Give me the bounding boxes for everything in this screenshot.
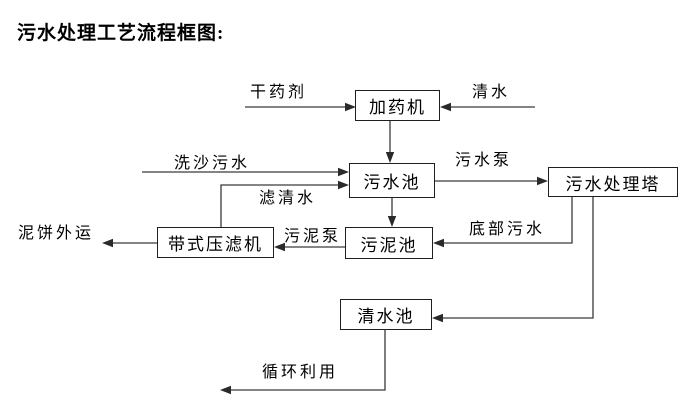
- node-clean-water-pool: 清水池: [340, 299, 432, 330]
- arrow-mud-cake-out: [102, 238, 113, 248]
- line-filter-press-to-sewage-pool: [220, 184, 339, 227]
- arrowheads: [102, 102, 548, 395]
- flow-label-dry-agent: 干药剂: [250, 84, 308, 101]
- arrow-into-tower-left: [537, 176, 548, 186]
- arrow-into-dosing-left: [345, 102, 356, 112]
- arrow-recycle-out: [220, 385, 231, 395]
- line-tower-to-clean-water-pool: [442, 197, 594, 319]
- arrow-into-sludge-pool-right: [433, 238, 444, 248]
- arrow-into-filter-press-right: [274, 242, 285, 252]
- node-clean-water-pool-label: 清水池: [357, 307, 415, 326]
- node-sewage-pool-label: 污水池: [363, 173, 421, 192]
- arrow-into-sewage-pool-top: [385, 152, 395, 163]
- arrow-into-dosing-right: [440, 102, 451, 112]
- arrow-into-sewage-pool-left2: [338, 180, 349, 190]
- arrow-into-sludge-pool-top: [387, 216, 397, 227]
- line-clean-water-pool-to-recycle: [230, 330, 386, 391]
- flow-label-clean-water: 清水: [472, 84, 511, 101]
- flow-label-bottom-sewage: 底部污水: [469, 221, 546, 238]
- arrow-into-sewage-pool-left1: [338, 167, 349, 177]
- flow-label-recycle-use: 循环利用: [262, 364, 339, 381]
- arrow-into-clean-pool-right: [432, 313, 443, 323]
- node-belt-filter-press: 带式压滤机: [157, 227, 274, 258]
- node-sewage-treatment-tower-label: 污水处理塔: [565, 174, 661, 194]
- node-sludge-pool: 污泥池: [345, 227, 433, 259]
- node-belt-filter-press-label: 带式压滤机: [168, 235, 263, 254]
- node-sludge-pool-label: 污泥池: [360, 235, 418, 255]
- flow-label-sand-washing-sewage: 洗沙污水: [174, 155, 251, 172]
- flow-lines: [112, 106, 594, 391]
- flow-label-mud-cake-outbound: 泥饼外运: [18, 225, 95, 242]
- flow-label-filtered-clean-water: 滤清水: [259, 190, 317, 207]
- node-dosing-machine: 加药机: [355, 90, 440, 121]
- flow-label-sludge-pump: 污泥泵: [284, 228, 342, 245]
- node-sewage-pool: 污水池: [349, 163, 435, 198]
- diagram-title: 污水处理工艺流程框图:: [17, 23, 225, 44]
- node-dosing-machine-label: 加药机: [369, 98, 426, 117]
- node-sewage-treatment-tower: 污水处理塔: [548, 167, 678, 197]
- line-tower-to-sludge-pool: [443, 197, 573, 244]
- flow-label-sewage-pump: 污水泵: [455, 152, 513, 169]
